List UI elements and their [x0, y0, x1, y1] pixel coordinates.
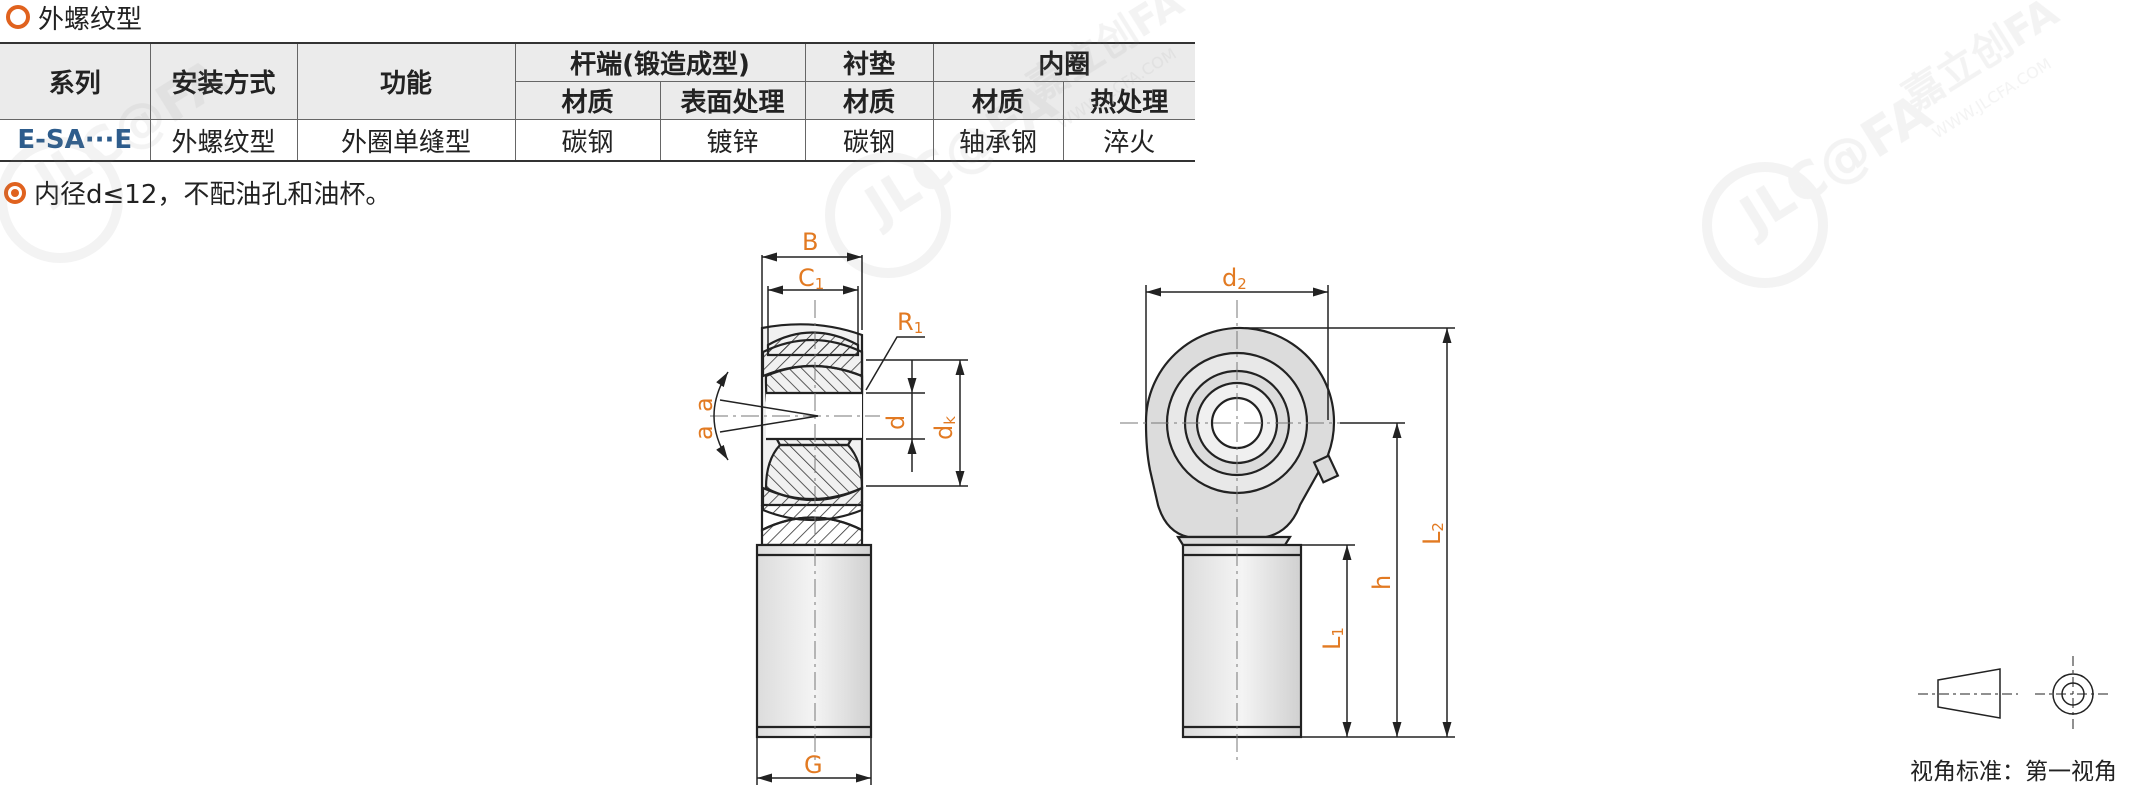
header-series: 系列: [0, 42, 151, 120]
header-heat: 热处理: [1062, 81, 1195, 120]
cell-rod-material: 碳钢: [514, 119, 661, 162]
dot-bullet-icon: [4, 181, 26, 204]
dim-d: d: [882, 415, 910, 430]
dimension-labels: B C1 R1 G d dk a a d2 L2 h L1: [690, 228, 1447, 779]
header-function: 功能: [296, 42, 516, 120]
section-header: 外螺纹型: [6, 0, 143, 35]
header-inner-material: 材质: [932, 81, 1064, 120]
cell-function: 外圈单缝型: [296, 119, 516, 162]
cell-mount: 外螺纹型: [149, 119, 298, 162]
cell-liner-material: 碳钢: [804, 119, 934, 162]
dim-G: G: [804, 751, 823, 779]
dim-h: h: [1368, 575, 1396, 590]
note-text: 内径d≤12，不配油孔和油杯。: [34, 180, 392, 210]
header-liner-material: 材质: [804, 81, 934, 120]
view-standard-label: 视角标准：第一视角: [1910, 759, 2117, 785]
dim-R1: R1: [897, 308, 923, 337]
dim-alpha-1: a: [690, 425, 718, 440]
dim-L1: L1: [1318, 627, 1347, 650]
table-row: E-SA···E 外螺纹型 外圈单缝型 碳钢 镀锌 碳钢 轴承钢 淬火: [0, 119, 1195, 162]
first-angle-projection-icon: [1918, 656, 2111, 732]
section-title: 外螺纹型: [38, 4, 143, 35]
dim-C1: C1: [798, 264, 824, 293]
header-mount: 安装方式: [149, 42, 298, 120]
header-inner-ring: 内圈: [932, 42, 1195, 82]
dim-dk: dk: [930, 416, 959, 440]
spec-table: 系列 安装方式 功能 杆端(锻造成型) 衬垫 内圈 材质 表面处理 材质 材质 …: [0, 42, 1195, 162]
front-view: [1120, 300, 1370, 760]
header-liner: 衬垫: [804, 42, 934, 82]
header-surface: 表面处理: [659, 81, 806, 120]
side-section-view: [710, 300, 880, 760]
side-dimensions: [756, 252, 968, 785]
header-rod-end: 杆端(锻造成型): [514, 42, 806, 82]
dim-alpha-2: a: [690, 397, 718, 412]
circle-bullet-icon: [6, 5, 30, 29]
header-rod-material: 材质: [515, 81, 661, 120]
dim-L2: L2: [1418, 522, 1447, 545]
note: 内径d≤12，不配油孔和油杯。: [4, 174, 391, 211]
cell-inner-material: 轴承钢: [932, 119, 1064, 162]
dim-d2: d2: [1222, 264, 1247, 293]
cell-rod-surface: 镀锌: [659, 119, 806, 162]
dim-B: B: [802, 228, 818, 256]
cell-series: E-SA···E: [0, 119, 151, 162]
cell-inner-heat: 淬火: [1062, 119, 1195, 162]
front-dimensions: [1145, 285, 1455, 738]
